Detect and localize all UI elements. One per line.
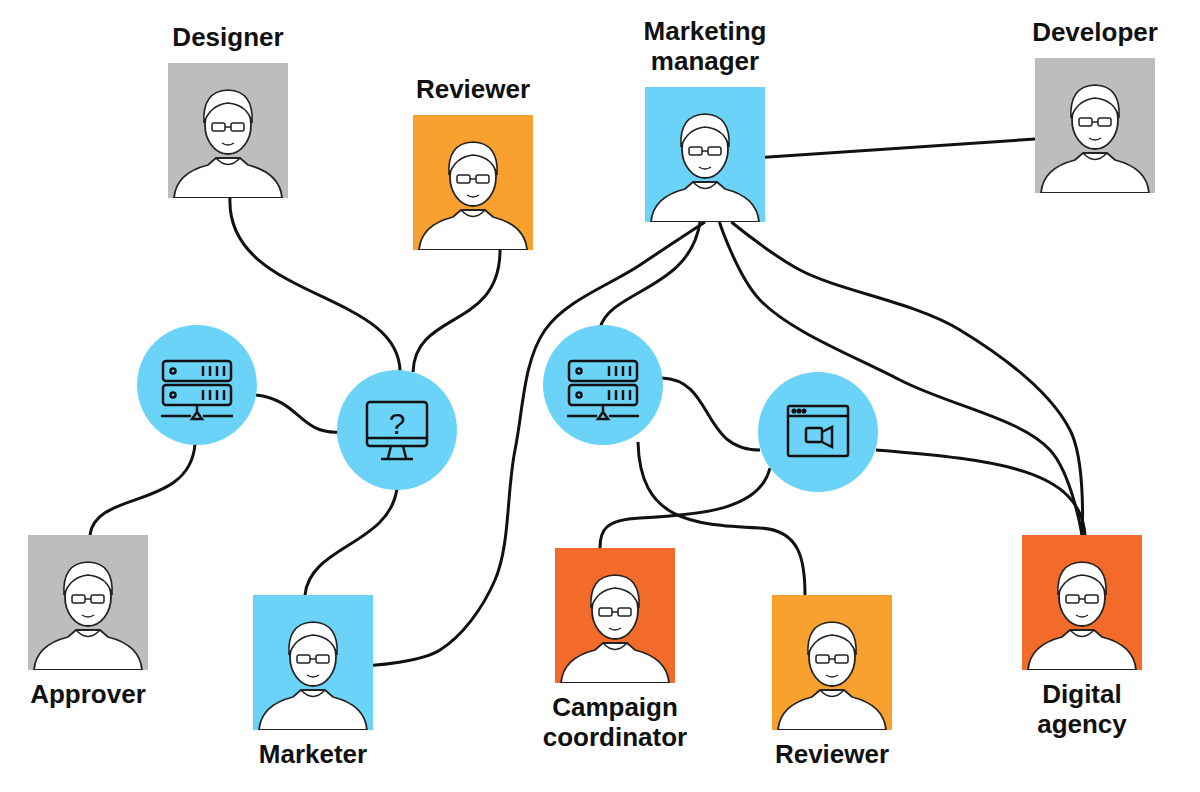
person-card: Digital agency — [1022, 535, 1142, 670]
person-card: Designer — [168, 63, 288, 198]
role-label: Marketer — [213, 740, 413, 770]
hub-wire — [230, 197, 400, 372]
video-hub — [758, 372, 878, 492]
person-card: Campaign coordinator — [555, 548, 675, 683]
person-portrait — [555, 548, 675, 683]
role-label: Marketing manager — [605, 17, 805, 77]
hub-wire — [876, 450, 1085, 535]
hub-circles — [137, 325, 878, 492]
person-card: Marketer — [253, 595, 373, 730]
role-label: Designer — [128, 23, 328, 53]
hub-wire — [600, 468, 770, 548]
person-portrait — [168, 63, 288, 198]
person-portrait — [645, 87, 765, 222]
server-hub — [137, 325, 257, 445]
person-card: Developer — [1035, 58, 1155, 193]
person-card: Reviewer — [413, 115, 533, 250]
server-hub — [543, 325, 663, 445]
hub-wire — [90, 444, 195, 535]
help-hub — [337, 370, 457, 490]
person-card: Marketing manager — [645, 87, 765, 222]
person-portrait — [28, 535, 148, 670]
connector — [719, 222, 1082, 535]
monitor-icon — [367, 402, 427, 459]
hub-wire — [256, 395, 340, 432]
person-portrait — [772, 595, 892, 730]
role-label: Developer — [1015, 18, 1175, 48]
server-icon — [161, 361, 233, 419]
hub-wire — [600, 222, 700, 328]
hub-wire — [305, 488, 397, 595]
role-label: Reviewer — [732, 740, 932, 770]
person-portrait — [253, 595, 373, 730]
hub-wire — [413, 250, 500, 372]
role-label: Reviewer — [373, 75, 573, 105]
person-portrait — [1022, 535, 1142, 670]
person-portrait — [413, 115, 533, 250]
person-card: Reviewer — [772, 595, 892, 730]
connector — [765, 139, 1035, 157]
role-label: Approver — [13, 680, 163, 710]
role-label: Digital agency — [997, 680, 1167, 740]
server-icon — [567, 361, 639, 419]
connector — [731, 222, 1082, 535]
person-card: Approver — [28, 535, 148, 670]
person-portrait — [1035, 58, 1155, 193]
hub-wire — [662, 378, 760, 450]
video-icon — [788, 406, 848, 456]
icon-symbol-text: ? — [389, 407, 406, 441]
role-label: Campaign coordinator — [520, 693, 710, 753]
